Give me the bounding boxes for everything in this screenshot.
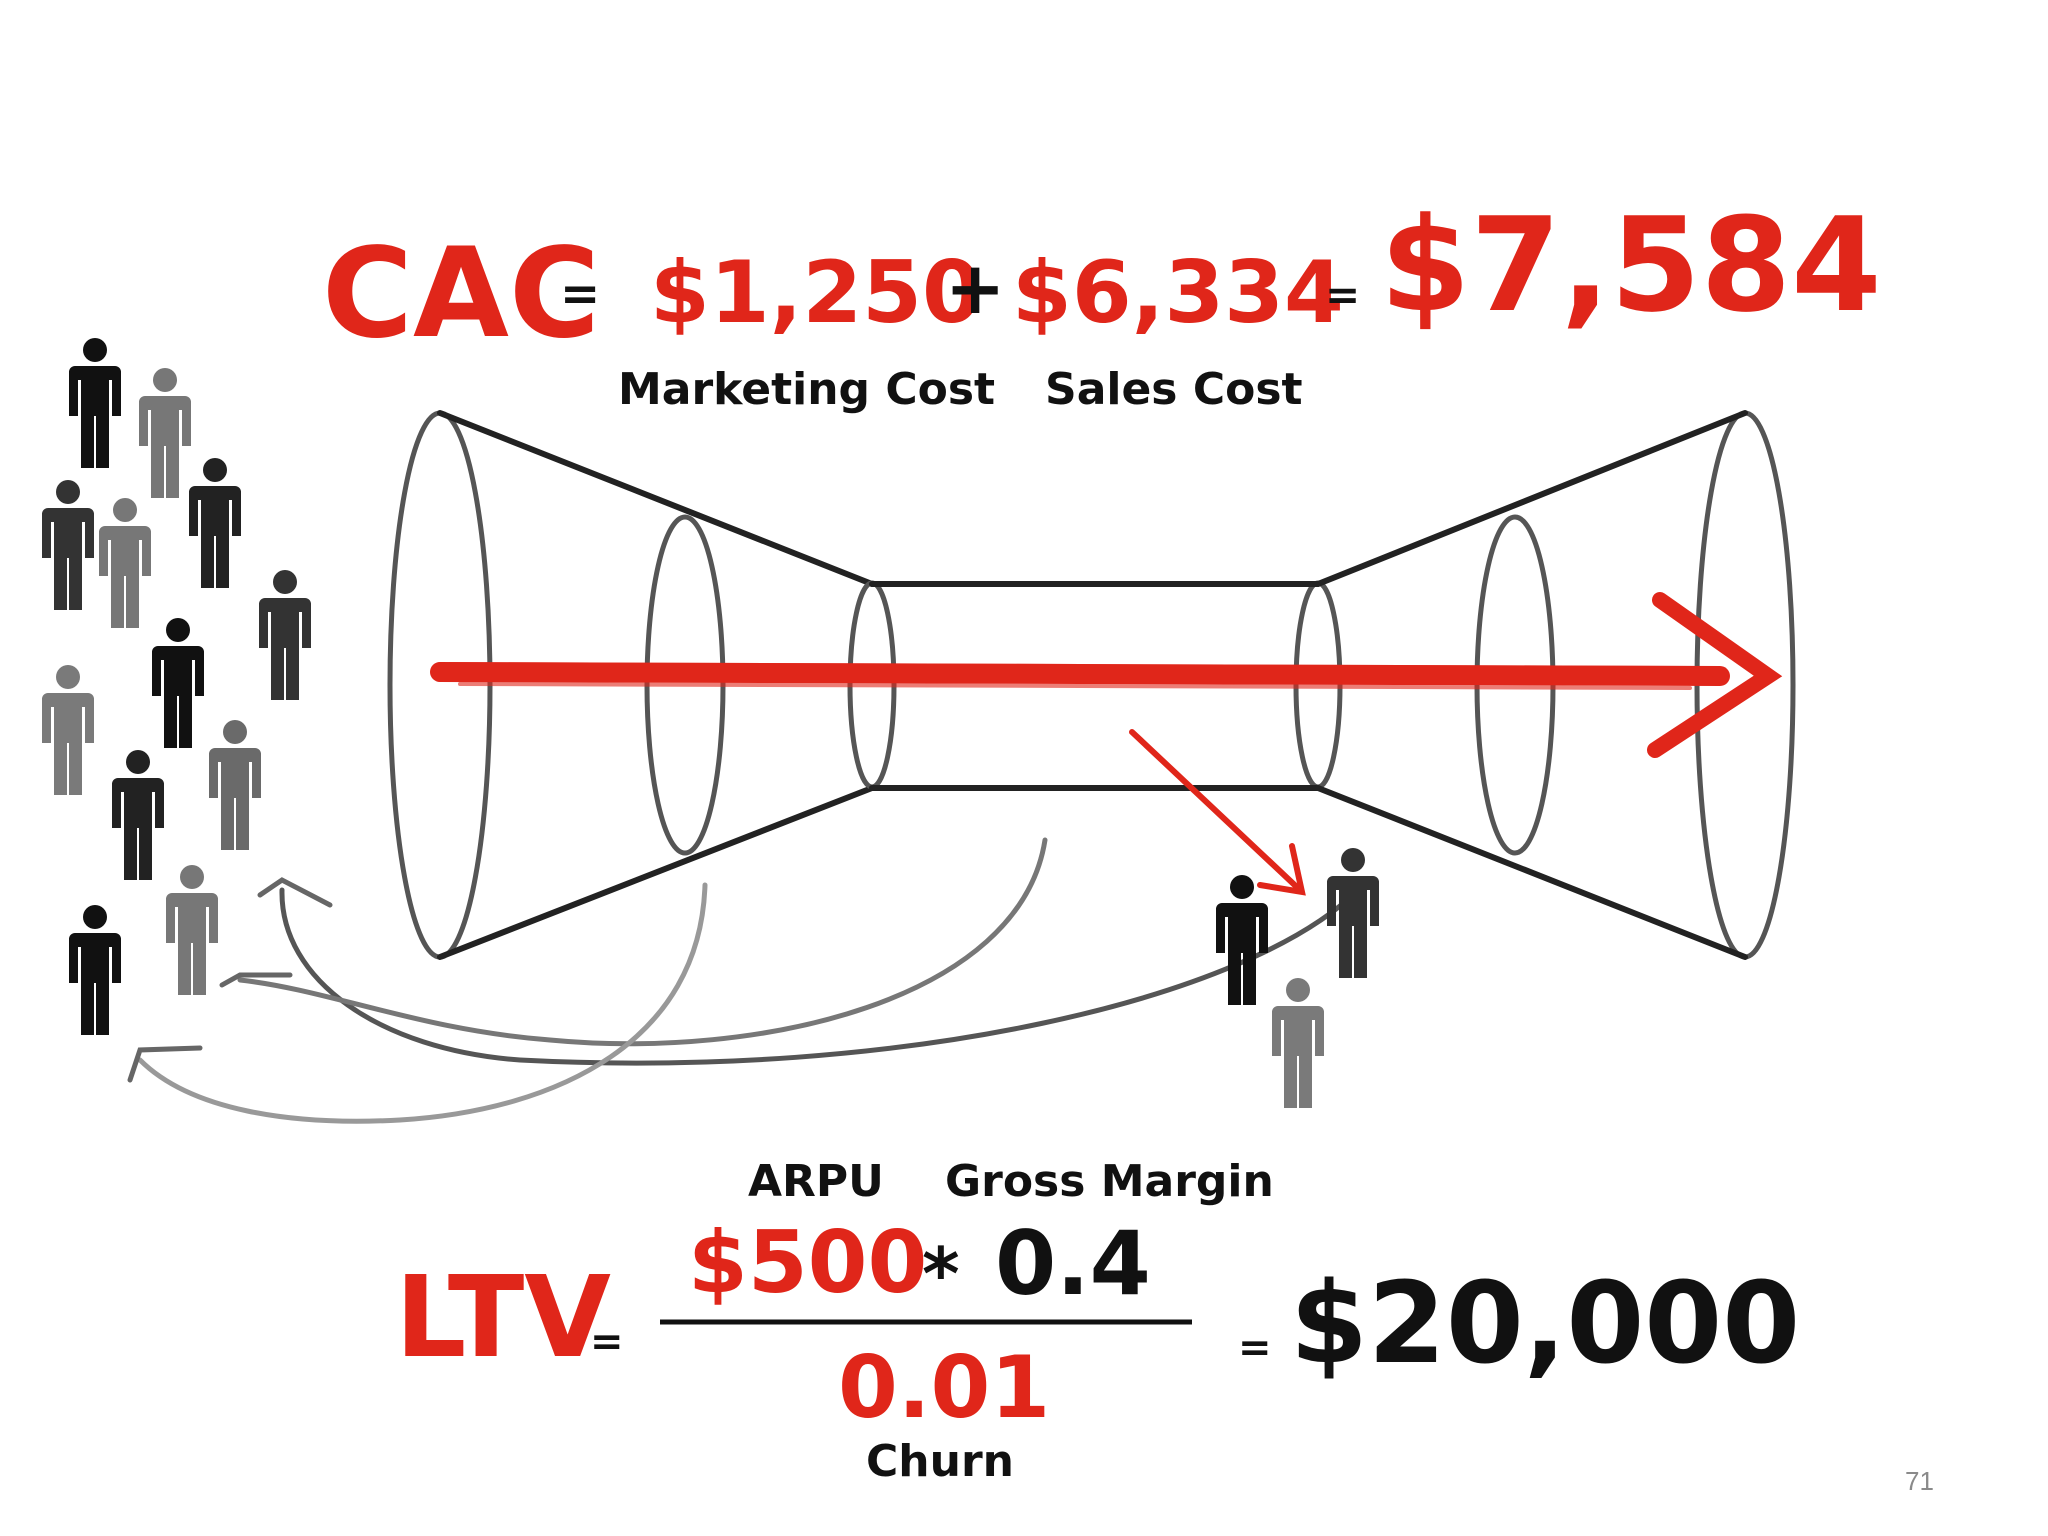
ltv-equals: = (590, 1319, 624, 1365)
churn-label: Churn (866, 1436, 1014, 1487)
cac-total: $7,584 (1380, 189, 1882, 341)
ltv-equals-2: = (1238, 1325, 1272, 1371)
ltv-times: * (922, 1232, 960, 1316)
main-flow-arrow (430, 592, 1783, 758)
sales-cost-label: Sales Cost (1045, 364, 1303, 415)
marketing-cost-value: $1,250 (650, 243, 982, 343)
page-number: 71 (1905, 1466, 1934, 1496)
return-arrows (127, 837, 1363, 1124)
funnel-left-cone (387, 410, 875, 960)
churn-out-arrow (1129, 729, 1306, 896)
ltv-label: LTV (395, 1253, 611, 1383)
cac-equals-2: = (1325, 270, 1361, 319)
prospect-crowd (42, 338, 311, 1035)
marketing-cost-label: Marketing Cost (618, 364, 996, 415)
churn-value: 0.01 (838, 1338, 1051, 1438)
ltv-total: $20,000 (1290, 1259, 1801, 1389)
gross-margin-label: Gross Margin (945, 1156, 1274, 1207)
cac-plus: + (945, 246, 1006, 330)
arpu-value: $500 (688, 1213, 928, 1313)
cac-label: CAC (322, 222, 600, 366)
arpu-label: ARPU (748, 1156, 884, 1207)
gross-margin-value: 0.4 (995, 1212, 1151, 1315)
cac-equals: = (560, 266, 601, 322)
sales-cost-value: $6,334 (1012, 243, 1344, 343)
